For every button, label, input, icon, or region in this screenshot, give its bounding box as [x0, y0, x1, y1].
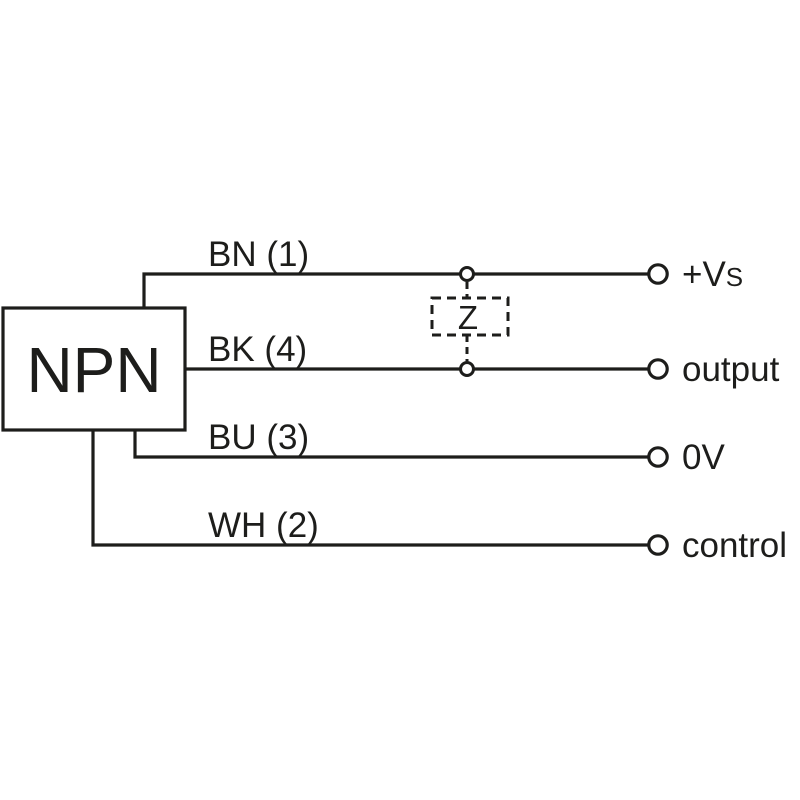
wire-label-bn: BN (1) [208, 235, 309, 274]
terminal-label-vs: +VS [682, 255, 743, 294]
wire-bn-brown [142, 272, 649, 308]
terminal-label-0v: 0V [682, 438, 725, 477]
wire-label-wh: WH (2) [208, 506, 319, 545]
device-label: NPN [26, 334, 161, 406]
terminal-circle-control [647, 534, 669, 556]
terminal-circle-0v [647, 446, 669, 468]
impedance-label: Z [458, 299, 478, 336]
terminal-label-control: control [682, 526, 787, 565]
wire-label-bk: BK (4) [208, 330, 307, 369]
junction-dot-bk [459, 361, 475, 377]
terminal-circle-vs [647, 263, 669, 285]
device-box [1, 306, 187, 432]
wire-wh-white [91, 430, 649, 547]
terminal-label-vs-suffix: S [726, 262, 743, 292]
terminal-circle-output [647, 358, 669, 380]
wire-bu-blue [133, 430, 649, 459]
terminal-label-output: output [682, 350, 780, 389]
junction-dot-bn [459, 266, 475, 282]
wire-label-bu: BU (3) [208, 418, 309, 457]
impedance-box [430, 296, 510, 337]
terminal-label-vs-main: +V [682, 255, 726, 294]
